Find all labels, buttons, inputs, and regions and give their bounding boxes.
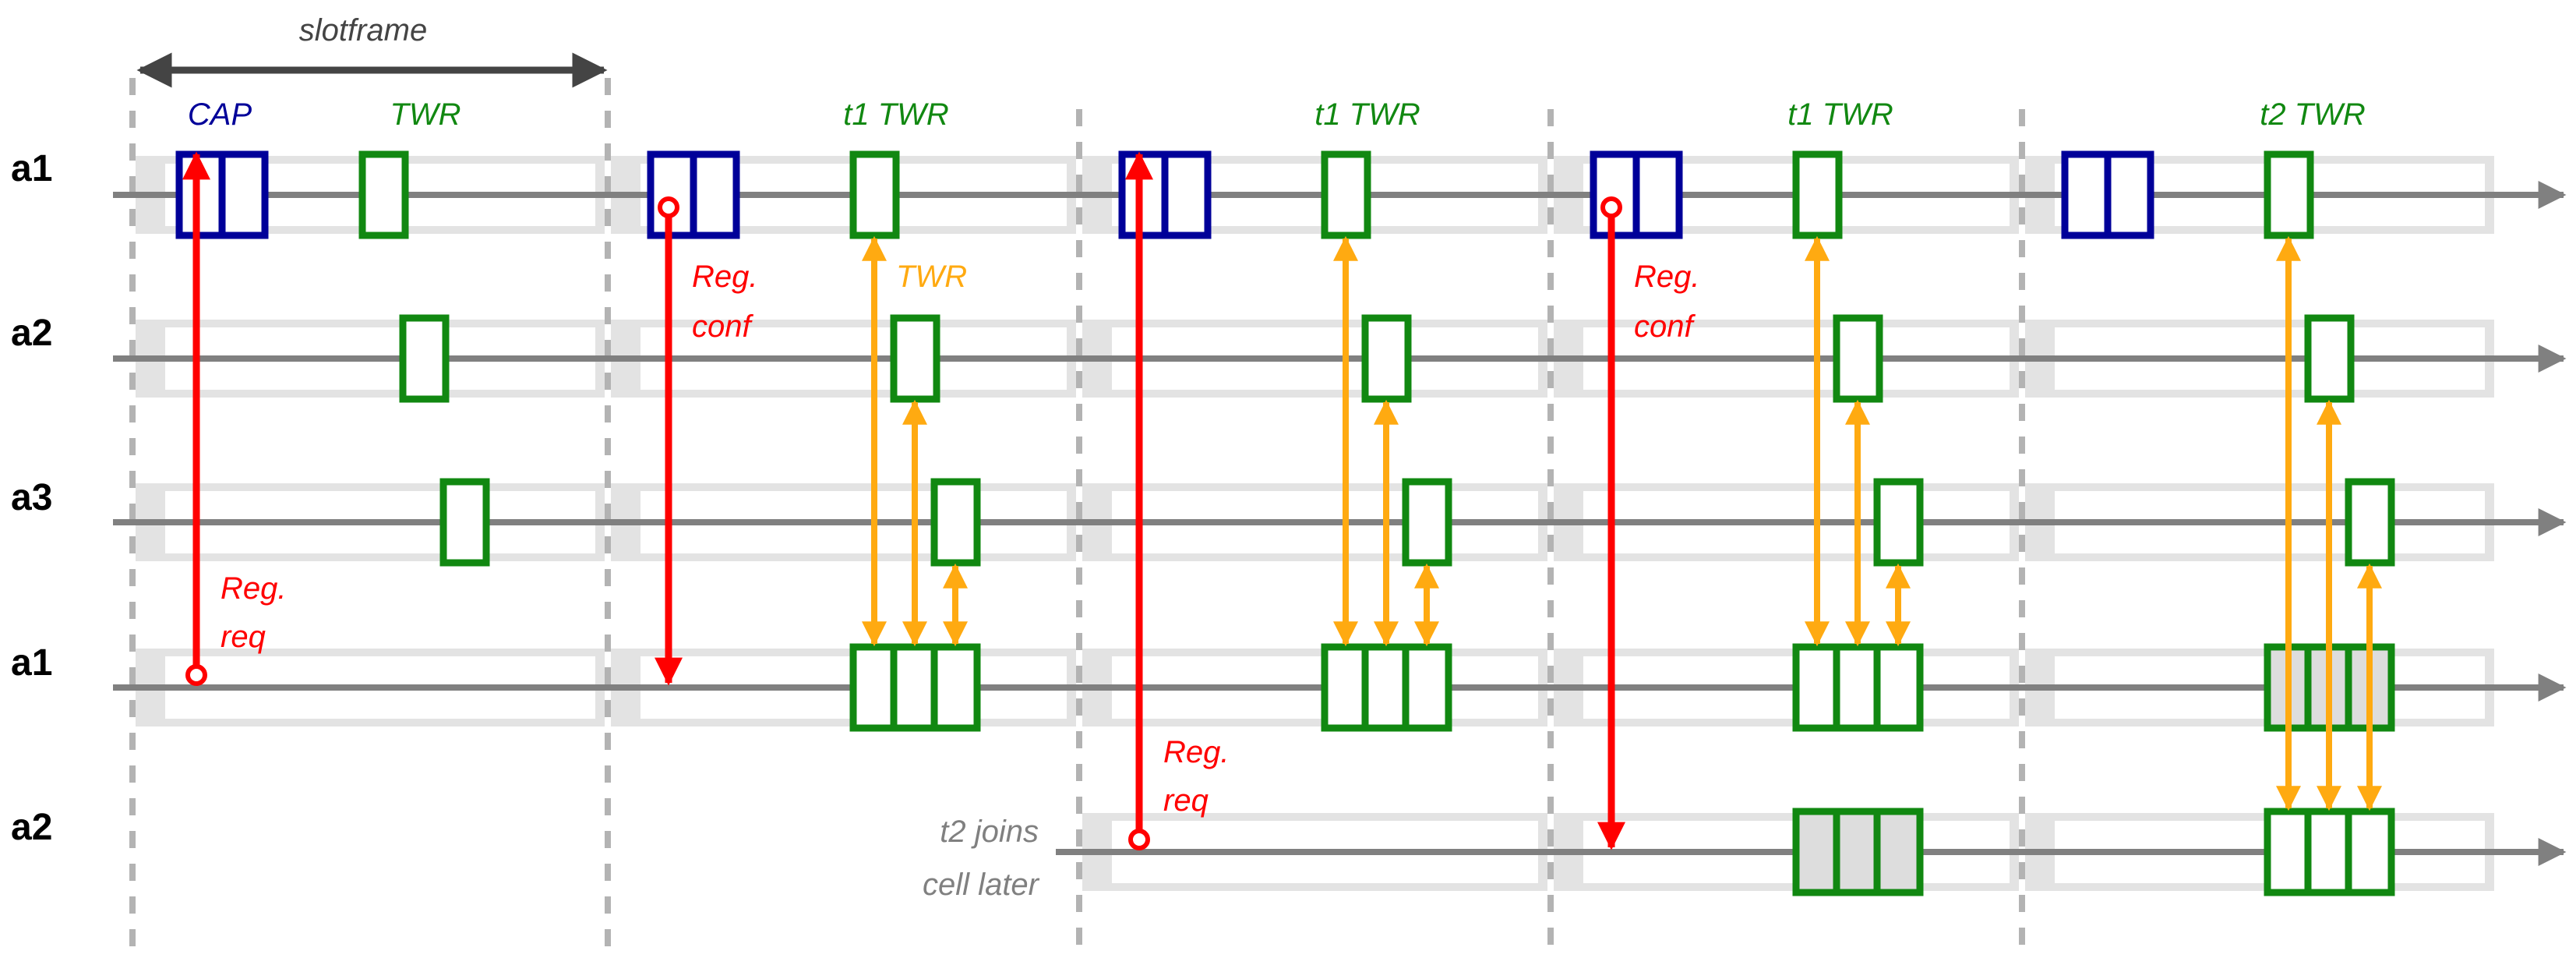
twr-slot-r2-f1	[930, 478, 981, 567]
twr-slot-r1-f3	[1833, 314, 1883, 403]
row-label-a1-second: a1	[11, 642, 52, 684]
reg-conf-arrow-1-origin	[658, 196, 679, 218]
resp-slot-r4-f4-0	[2264, 808, 2314, 896]
reg-req-arrow-1-origin	[185, 664, 207, 686]
twr-slot-r2-f0	[439, 478, 490, 567]
twr-slot-r0-f2	[1321, 150, 1371, 239]
reg-req-label-2-line2: req	[1163, 783, 1209, 818]
resp-slot-r4-f3-2	[1873, 808, 1924, 896]
row-label-a2: a2	[11, 313, 52, 354]
cap-slot-a-f0	[175, 150, 226, 239]
reg-conf-arrow-2-origin	[1600, 196, 1622, 218]
resp-slot-r4-f3-1	[1833, 808, 1883, 896]
slotframe-label: slotframe	[299, 13, 428, 48]
slot-cells	[175, 150, 2395, 896]
twr-slot-r0-f4	[2264, 150, 2314, 239]
twr-slot-r2-f3	[1873, 478, 1924, 567]
frame-4-title: t2 TWR	[2260, 97, 2366, 132]
reg-conf-label-2-line2: conf	[1634, 309, 1696, 344]
t2-joins-label-line2: cell later	[923, 868, 1040, 902]
reg-req-label-1-line2: req	[221, 620, 266, 654]
reg-conf-label-1: Reg.	[692, 260, 758, 294]
resp-slot-r3-f2-1	[1361, 643, 1412, 732]
frame-1-title: t1 TWR	[843, 97, 949, 132]
resp-slot-r3-f3-1	[1833, 643, 1883, 732]
twr-slot-r0-f0	[358, 150, 409, 239]
resp-slot-r4-f4-1	[2304, 808, 2355, 896]
twr-slot-r2-f2	[1402, 478, 1452, 567]
resp-slot-r3-f1-2	[930, 643, 981, 732]
resp-slot-r4-f3-0	[1792, 808, 1843, 896]
twr-slot-r2-f4	[2345, 478, 2395, 567]
twr-slot-r1-f4	[2304, 314, 2355, 403]
reg-req-label-1: Reg.	[221, 571, 287, 606]
twr-link-label: TWR	[896, 260, 967, 294]
resp-slot-r3-f2-2	[1402, 643, 1452, 732]
resp-slot-r3-f1-1	[890, 643, 940, 732]
twr-slot-r0-f3	[1792, 150, 1843, 239]
reg-req-label-2: Reg.	[1163, 735, 1230, 769]
cap-slot-b-f0	[218, 150, 269, 239]
row-label-a3: a3	[11, 477, 52, 518]
cap-header: CAP	[188, 97, 252, 132]
resp-slot-r4-f4-2	[2345, 808, 2395, 896]
cap-slot-a-f2	[1118, 150, 1169, 239]
resp-slot-r3-f1-0	[849, 643, 900, 732]
twr-slot-r1-f0	[399, 314, 450, 403]
cap-slot-b-f2	[1161, 150, 1212, 239]
resp-slot-r3-f3-0	[1792, 643, 1843, 732]
message-arrows	[182, 151, 2382, 850]
frame-3-title: t1 TWR	[1787, 97, 1893, 132]
slotframe-dividers	[129, 78, 2025, 958]
cap-slot-b-f4	[2104, 150, 2154, 239]
twr-slot-r1-f2	[1361, 314, 1412, 403]
cap-slot-a-f4	[2061, 150, 2112, 239]
reg-conf-label-1-line2: conf	[692, 309, 753, 344]
twr-slot-r1-f1	[890, 314, 940, 403]
t2-joins-label: t2 joins	[940, 815, 1039, 849]
frame-2-title: t1 TWR	[1314, 97, 1420, 132]
twr-header: TWR	[390, 97, 461, 132]
resp-slot-r3-f2-0	[1321, 643, 1371, 732]
twr-slot-r0-f1	[849, 150, 900, 239]
cap-slot-b-f1	[690, 150, 740, 239]
reg-req-arrow-2-origin	[1128, 829, 1150, 850]
row-label-a1: a1	[11, 148, 52, 189]
cap-slot-b-f3	[1632, 150, 1683, 239]
resp-slot-r3-f3-2	[1873, 643, 1924, 732]
row-label-a2-second: a2	[11, 807, 52, 848]
reg-conf-label-2: Reg.	[1634, 260, 1700, 294]
